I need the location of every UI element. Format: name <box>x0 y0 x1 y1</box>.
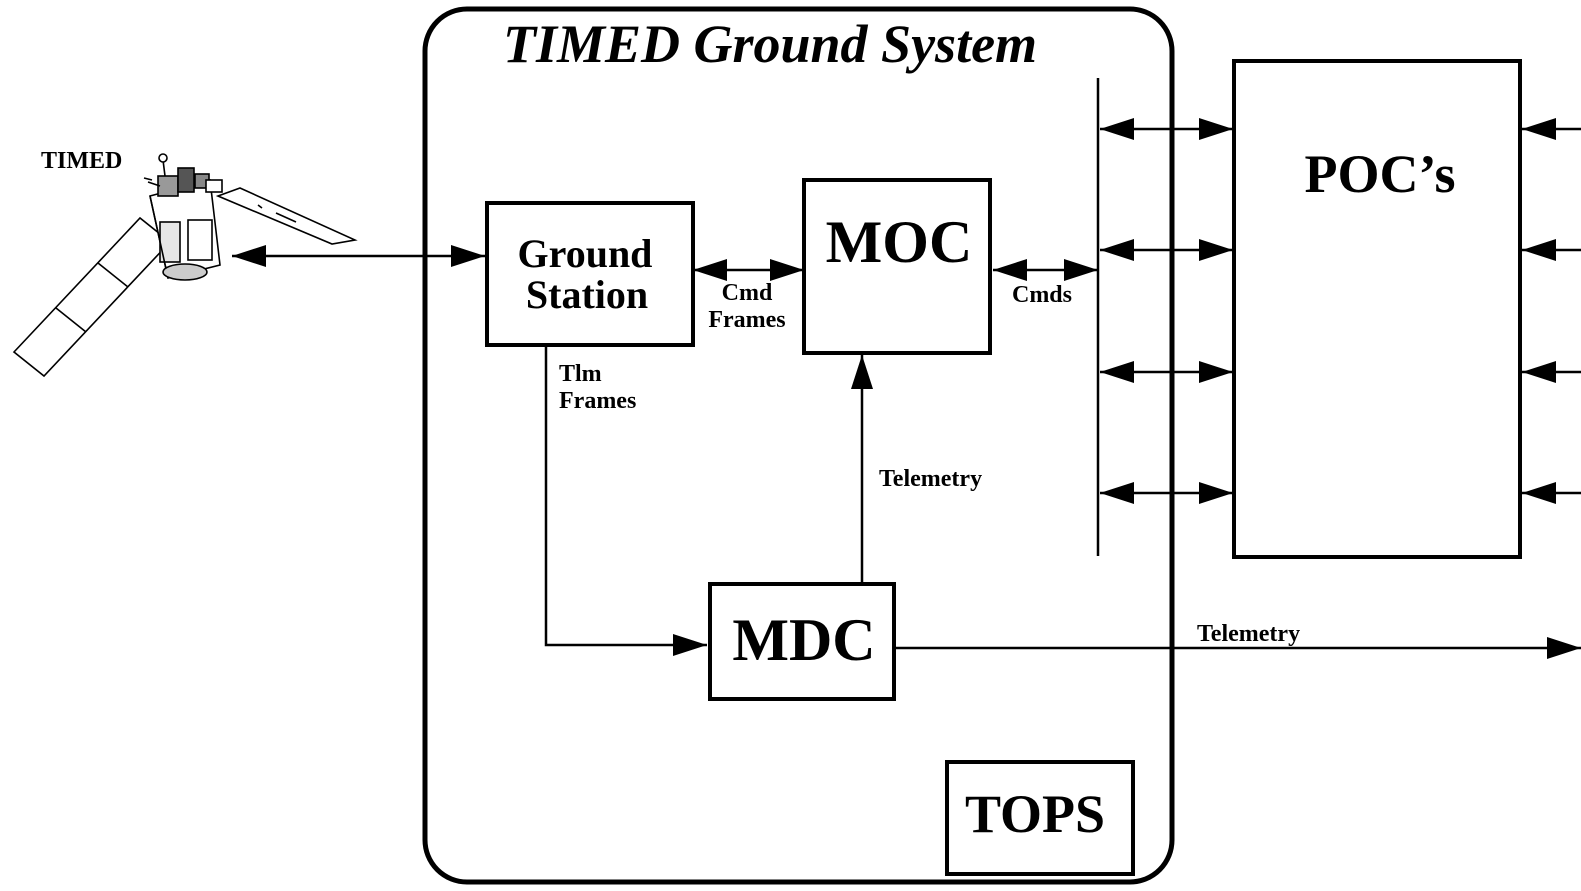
moc-box <box>802 178 992 355</box>
external-poc-links <box>1522 118 1581 504</box>
ground-station-label: Ground Station <box>518 231 663 317</box>
telemetry-out-label: Telemetry <box>1197 621 1300 647</box>
telemetry-mdc-moc-label: Telemetry <box>879 466 982 492</box>
tops-label: TOPS <box>965 784 1105 844</box>
satellite-label: TIMED <box>41 148 122 174</box>
mdc-label: MDC <box>732 607 875 673</box>
bus-poc-links <box>1100 118 1233 504</box>
pocs-box <box>1232 59 1522 559</box>
link-groundstation-mdc <box>544 347 707 656</box>
tops-box <box>945 760 1135 876</box>
ground-system-frame <box>422 6 1175 885</box>
moc-label: MOC <box>826 209 973 275</box>
mdc-box <box>708 582 896 701</box>
cmd-frames-label: Cmd Frames <box>708 280 785 333</box>
tlm-frames-label: Tlm Frames <box>559 361 636 414</box>
cmds-label: Cmds <box>1012 282 1072 308</box>
satellite-icon <box>12 153 358 378</box>
diagram-title: TIMED Ground System <box>503 14 1037 74</box>
pocs-label: POC’s <box>1305 144 1456 204</box>
